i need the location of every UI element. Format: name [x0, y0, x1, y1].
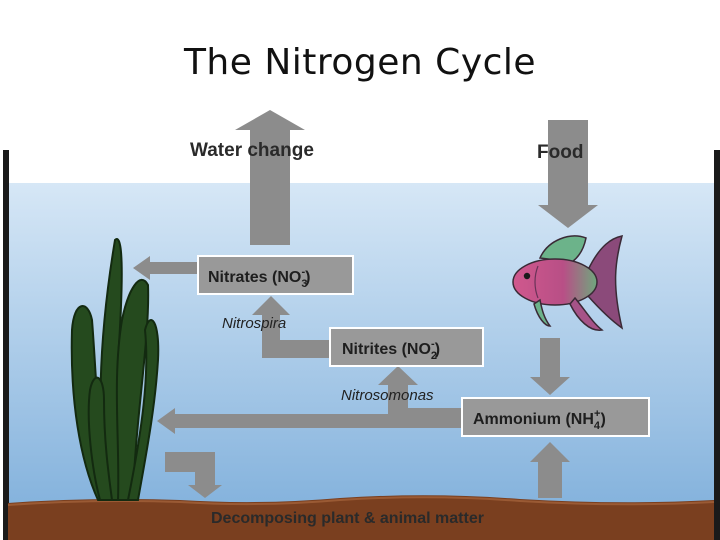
ammonium-text: Ammonium (NH — [473, 411, 594, 428]
tank-left-wall — [3, 150, 9, 540]
ammonium-to-nitrites-arrow — [378, 366, 462, 428]
ammonium-close: ) — [600, 411, 605, 428]
fish-to-ammonium-arrow — [530, 338, 570, 395]
food-arrow — [538, 120, 598, 228]
tank-right-wall — [714, 150, 720, 540]
nitrates-close: ) — [305, 269, 310, 286]
plant-to-decomposing-arrow — [165, 452, 222, 498]
nitrites-box: Nitrites (NO2-) — [329, 327, 484, 367]
nitrites-to-nitrates-arrow — [252, 296, 330, 358]
aquatic-plant — [70, 238, 160, 501]
nitrates-text: Nitrates (NO — [208, 269, 301, 286]
svg-text:Nitrates (NO3-): Nitrates (NO3-) — [208, 266, 310, 290]
ammonium-to-plant-arrow — [157, 408, 388, 434]
water-change-arrow — [235, 110, 305, 245]
nitrates-sup: - — [301, 266, 305, 278]
nitrites-text: Nitrites (NO — [342, 341, 431, 358]
food-label: Food — [537, 142, 583, 163]
fish-illustration — [512, 235, 624, 331]
nitrates-sub: 3 — [301, 278, 307, 290]
ammonium-sup: + — [594, 408, 600, 420]
nitrates-to-plant-arrow — [133, 256, 197, 280]
decomposing-to-ammonium-arrow — [530, 442, 570, 498]
nitrites-sub: 2 — [431, 350, 437, 362]
nitrospira-label: Nitrospira — [222, 315, 286, 332]
sand-highlight — [7, 496, 715, 506]
nitrites-sup: - — [431, 338, 435, 350]
nitrites-close: ) — [435, 341, 440, 358]
nitrates-box: Nitrates (NO3-) — [197, 255, 354, 295]
sand-bottom — [8, 495, 714, 540]
slide-title: The Nitrogen Cycle — [183, 42, 537, 83]
ammonium-sub: 4 — [594, 420, 601, 432]
nitrosomonas-label: Nitrosomonas — [341, 387, 434, 404]
flow-arrows — [133, 110, 598, 498]
ammonium-box: Ammonium (NH4+) — [461, 397, 650, 437]
svg-text:Nitrites (NO2-): Nitrites (NO2-) — [342, 338, 440, 362]
svg-text:Ammonium (NH4+): Ammonium (NH4+) — [473, 408, 606, 432]
water-change-label: Water change — [190, 140, 314, 161]
decomposing-label: Decomposing plant & animal matter — [211, 510, 484, 527]
